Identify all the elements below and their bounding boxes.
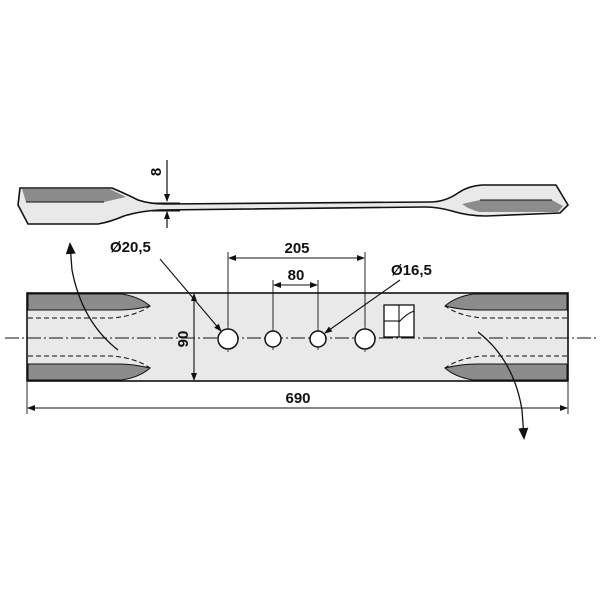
side-view-right-edge [462,200,563,212]
dim-205-label: 205 [284,240,309,257]
large-hole [354,328,376,350]
right-top-cutting-edge [443,293,568,311]
hidden-edge-line [28,305,151,319]
dim-90-label: 90 [175,331,192,348]
right-bottom-cutting-edge [443,363,568,381]
thickness-label: 8 [148,168,165,176]
logo-mark-icon [383,304,415,338]
hidden-edge-line [444,355,567,369]
side-view-left-edge [22,189,126,202]
side-view-outline [17,184,570,225]
small-hole-label: Ø16,5 [391,262,432,279]
curved-arrow-up-icon [65,242,119,351]
top-view: 205 80 Ø20,5 Ø16,5 90 690 [5,239,598,440]
hidden-edge-line [444,305,567,319]
dim-690-label: 690 [285,390,310,407]
large-hole-label: Ø20,5 [110,239,151,256]
side-view: 8 [17,160,570,228]
small-hole [264,330,282,348]
hidden-edge-line [28,355,151,369]
left-bottom-cutting-edge [27,363,152,381]
dim-80-label: 80 [288,267,305,284]
small-hole-leader [324,279,401,334]
left-top-cutting-edge [27,293,152,311]
large-hole-leader [159,258,222,332]
small-hole [309,330,327,348]
large-hole [217,328,239,350]
